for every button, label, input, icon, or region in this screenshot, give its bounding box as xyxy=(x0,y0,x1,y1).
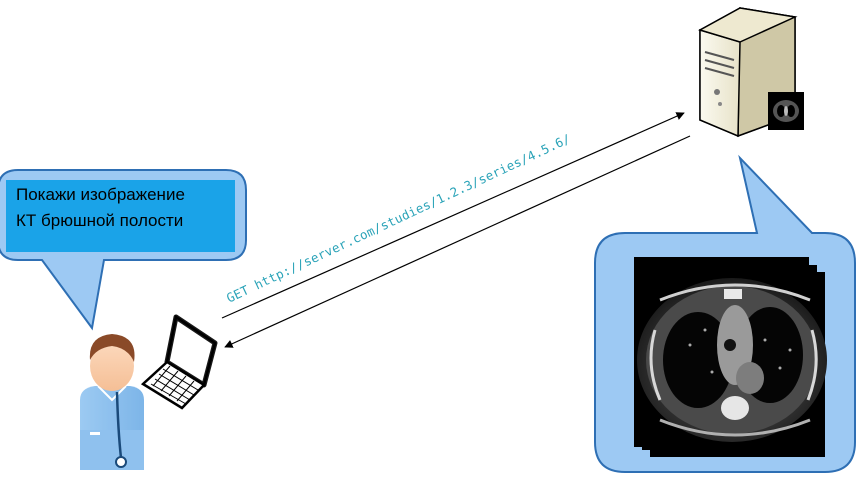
request-arrow xyxy=(221,112,685,319)
server-icon xyxy=(698,7,804,138)
doctor-icon xyxy=(80,334,144,470)
laptop-icon xyxy=(140,314,218,410)
response-arrow xyxy=(224,135,691,348)
request-text-line-2: КТ брюшной полости xyxy=(16,211,184,230)
request-text-box xyxy=(6,180,235,252)
request-text: Покажи изображение КТ брюшной полости xyxy=(16,182,234,248)
request-speech-bubble xyxy=(0,169,247,331)
request-text-line-1: Покажи изображение xyxy=(16,185,185,204)
ct-scan-image xyxy=(634,257,827,457)
